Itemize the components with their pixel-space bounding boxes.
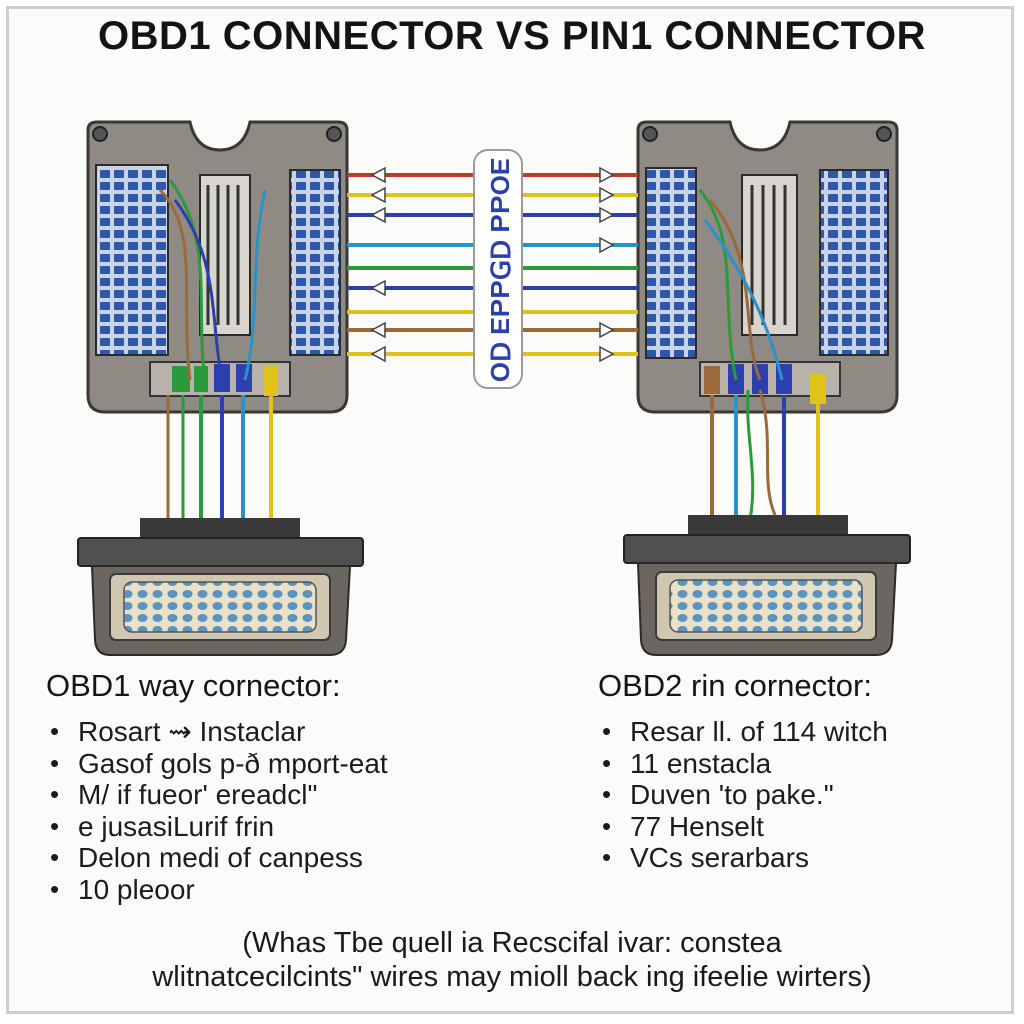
center-label: ƎOԀԀ ꓷꓨԀԀƎ ꓷO: [485, 158, 515, 382]
center-label-capsule: [473, 149, 523, 389]
left-heading: OBD1 way cornector:: [46, 668, 341, 703]
left-pin-block: [95, 164, 169, 356]
right-plug-cavities: [669, 579, 863, 633]
diagram-title: OBD1 CONNECTOR VS PIN1 CONNECTOR: [98, 14, 926, 58]
left-connector-housing: [86, 120, 349, 414]
left-bullet: M/ if fueor' ereadcl": [46, 779, 486, 811]
right-description: OBD2 rin cornector: Resar ll. of 114 wit…: [598, 668, 1024, 874]
caption-line-1: (Whas Tbe quell ia Recscifal ivar: const…: [242, 927, 782, 959]
right-bullet: 11 enstacla: [598, 748, 1024, 780]
right-obd-plug: [623, 515, 911, 656]
caption-line-2: wlitnatcecilcints" wires may mioll back …: [152, 961, 872, 993]
right-pin-block: [819, 169, 889, 356]
right-bullet: Resar ll. of 114 witch: [598, 716, 1024, 748]
left-description: OBD1 way cornector: Rosart ⇝ Instaclar G…: [46, 668, 486, 905]
left-bullet: 10 pleoor: [46, 874, 486, 906]
diagram-caption: (Whas Tbe quell ia Recscifal ivar: const…: [0, 926, 1024, 994]
left-plug-cavities: [123, 581, 317, 633]
right-bullet: 77 Henselt: [598, 811, 1024, 843]
right-connector-housing: [636, 120, 899, 414]
left-bullet: Gasof gols p-ð mport-eat: [46, 748, 486, 780]
right-bullet-list: Resar ll. of 114 witch 11 enstacla Duven…: [598, 716, 1024, 874]
left-bullet: e jusasiLurif frin: [46, 811, 486, 843]
right-heading: OBD2 rin cornector:: [598, 668, 872, 703]
left-bullet-list: Rosart ⇝ Instaclar Gasof gols p-ð mport-…: [46, 716, 486, 905]
left-bullet: Rosart ⇝ Instaclar: [46, 716, 486, 748]
right-bullet: VCs serarbars: [598, 842, 1024, 874]
left-bullet: Delon medi of canpess: [46, 842, 486, 874]
right-bullet: Duven 'to pake.": [598, 779, 1024, 811]
left-obd-plug: [77, 518, 364, 656]
left-drop-wires: [166, 395, 273, 530]
